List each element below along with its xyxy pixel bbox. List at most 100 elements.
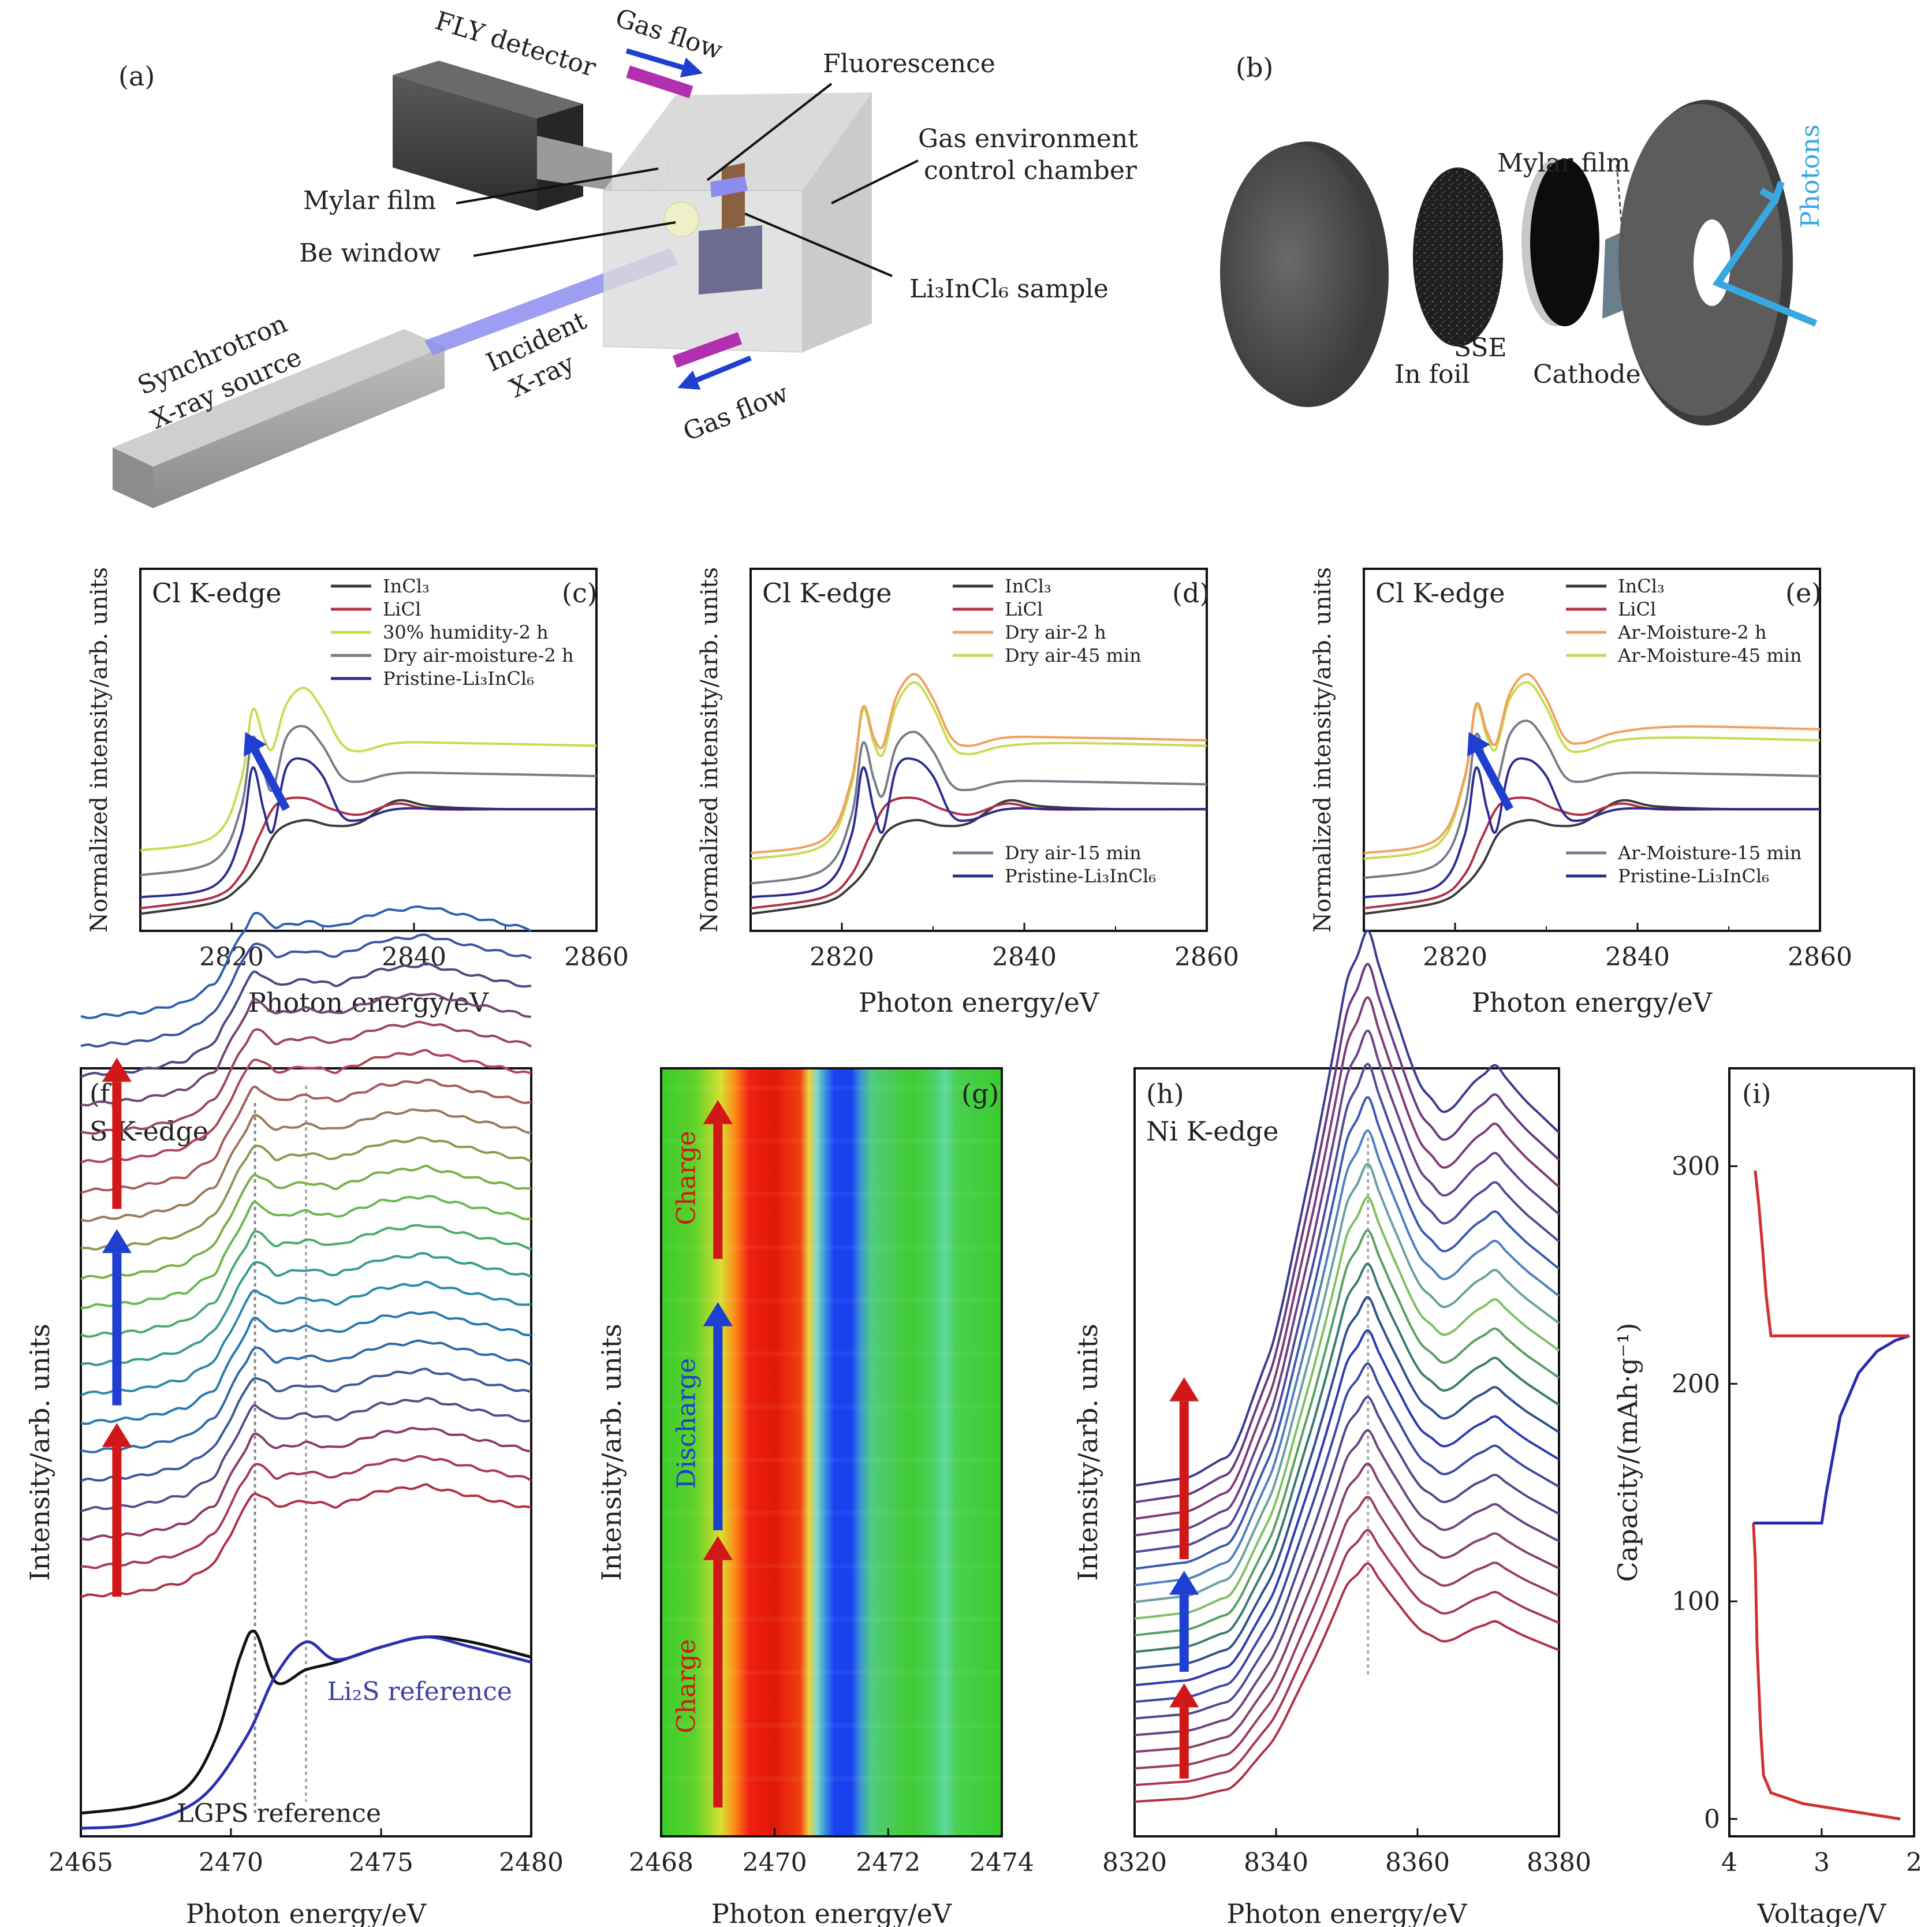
gas-environment-label-1: Gas environment xyxy=(918,124,1138,154)
photons-label: Photons xyxy=(1796,124,1825,228)
sse-label: SSE xyxy=(1454,333,1507,363)
gas-pipe-bottom xyxy=(672,332,743,368)
stacked-spectrum xyxy=(80,1078,532,1194)
series-line xyxy=(1363,757,1820,899)
charge-arrow-1-head xyxy=(703,1536,733,1560)
series-line xyxy=(1363,681,1821,860)
y-axis-label: Intensity/arb. units xyxy=(596,1324,627,1581)
panel-label: (d) xyxy=(1172,577,1210,609)
panel-a-leader-lines xyxy=(456,83,919,277)
heatmap-band xyxy=(661,1617,1002,1622)
x-axis-label: Photon energy/eV xyxy=(186,1898,427,1927)
series-line xyxy=(140,757,596,899)
arrow-label: Charge xyxy=(672,1639,701,1733)
charge-arrow-2-head xyxy=(102,1057,132,1082)
in-foil-label: In foil xyxy=(1394,360,1470,389)
panel-a-label: (a) xyxy=(118,61,155,92)
legend-label: Dry air-15 min xyxy=(1005,842,1142,864)
heatmap-band xyxy=(661,1511,1002,1515)
panel-b: (b) Mylar film Photons SSE In foil Catho… xyxy=(1220,52,1825,426)
plot-frame xyxy=(660,1067,1003,1837)
x-axis-label: Photon energy/eV xyxy=(1472,987,1713,1018)
y-tick-label: 100 xyxy=(1672,1587,1720,1616)
x-tick-label: 2840 xyxy=(992,942,1057,972)
x-tick-label: 2 xyxy=(1906,1848,1922,1877)
be-window-label: Be window xyxy=(299,238,441,268)
legend-label: Ar-Moisture-2 h xyxy=(1617,621,1767,643)
stacked-spectrum xyxy=(80,1164,532,1280)
legend-label: InCl₃ xyxy=(1618,575,1665,597)
stacked-spectrum xyxy=(1134,1329,1560,1687)
series-line xyxy=(80,1635,532,1830)
stacked-spectrum xyxy=(80,1311,532,1425)
stacked-spectrum xyxy=(80,1049,532,1164)
gas-environment-label-2: control chamber xyxy=(924,156,1137,185)
stacked-spectrum xyxy=(1134,1296,1560,1670)
gas-flow-bottom-label: Gas flow xyxy=(679,378,793,447)
x-tick-label: 8360 xyxy=(1385,1848,1450,1877)
stacked-spectrum xyxy=(1134,1262,1560,1653)
y-tick-label: 300 xyxy=(1672,1152,1720,1181)
stacked-spectrum xyxy=(80,1020,532,1135)
stacked-spectrum xyxy=(1134,1562,1560,1803)
legend-label: InCl₃ xyxy=(1005,575,1051,597)
stacked-spectrum xyxy=(80,905,532,1019)
trend-arrow-head xyxy=(1467,732,1490,757)
stacked-spectrum xyxy=(80,1195,532,1310)
stacked-spectrum xyxy=(80,1136,532,1251)
panel-a: (a) xyxy=(113,3,1138,508)
charge-arrow-1-head xyxy=(1169,1683,1199,1708)
heatmap-band xyxy=(661,1139,1002,1143)
series-line xyxy=(750,730,1207,885)
x-tick-label: 2840 xyxy=(1605,942,1670,972)
panel-label: (e) xyxy=(1785,577,1822,609)
discharge-arrow-head xyxy=(703,1302,733,1326)
series-line xyxy=(1363,720,1821,879)
stacked-spectrum xyxy=(80,1397,532,1513)
series-line xyxy=(750,681,1207,860)
trend-arrow-head xyxy=(244,732,267,757)
annotation-li2s: Li₂S reference xyxy=(327,1677,512,1706)
legend-label: 30% humidity-2 h xyxy=(383,621,549,643)
trend-arrow-shaft xyxy=(251,748,290,811)
x-tick-label: 2475 xyxy=(349,1848,413,1877)
plot-frame xyxy=(1363,568,1821,932)
x-tick-label: 2860 xyxy=(564,942,629,972)
series-line xyxy=(140,687,597,852)
stacked-spectrum xyxy=(1134,1096,1560,1570)
x-axis-label: Voltage/V xyxy=(1757,1898,1886,1927)
x-tick-label: 2820 xyxy=(810,942,874,972)
stacked-spectrum xyxy=(80,1280,532,1397)
sample-label: Li₃InCl₆ sample xyxy=(909,274,1109,304)
x-tick-label: 8340 xyxy=(1244,1848,1308,1877)
x-tick-label: 2820 xyxy=(199,942,264,972)
panel-label: (c) xyxy=(562,577,598,609)
y-axis-label: Capacity/(mAh·g⁻¹) xyxy=(1612,1322,1643,1582)
series-line xyxy=(140,796,596,910)
charge-arrow-2-head xyxy=(703,1100,733,1124)
chart-title: Ni K-edge xyxy=(1146,1116,1278,1147)
x-tick-label: 2480 xyxy=(499,1848,564,1877)
stacked-spectrum xyxy=(80,1252,532,1366)
legend-label: InCl₃ xyxy=(383,575,430,597)
legend-label: Pristine-Li₃InCl₆ xyxy=(1618,865,1769,887)
heatmap-band xyxy=(661,1086,1002,1090)
arrow-label: Charge xyxy=(672,1131,701,1225)
heatmap-band xyxy=(661,1564,1002,1568)
heatmap-band xyxy=(661,1298,1002,1303)
stacked-spectrum xyxy=(1134,1196,1560,1620)
legend-label: LiCl xyxy=(1618,598,1656,620)
x-tick-label: 8380 xyxy=(1527,1848,1591,1877)
x-axis-label: Photon energy/eV xyxy=(859,987,1099,1018)
stacked-spectrum xyxy=(80,1108,532,1222)
x-tick-label: 2860 xyxy=(1174,942,1239,972)
stacked-spectrum xyxy=(1134,1029,1560,1537)
charge-arrow-2-head xyxy=(1169,1377,1199,1402)
stacked-spectrum xyxy=(1134,1529,1560,1787)
legend-label: LiCl xyxy=(1005,598,1043,620)
x-tick-label: 2465 xyxy=(49,1848,113,1877)
